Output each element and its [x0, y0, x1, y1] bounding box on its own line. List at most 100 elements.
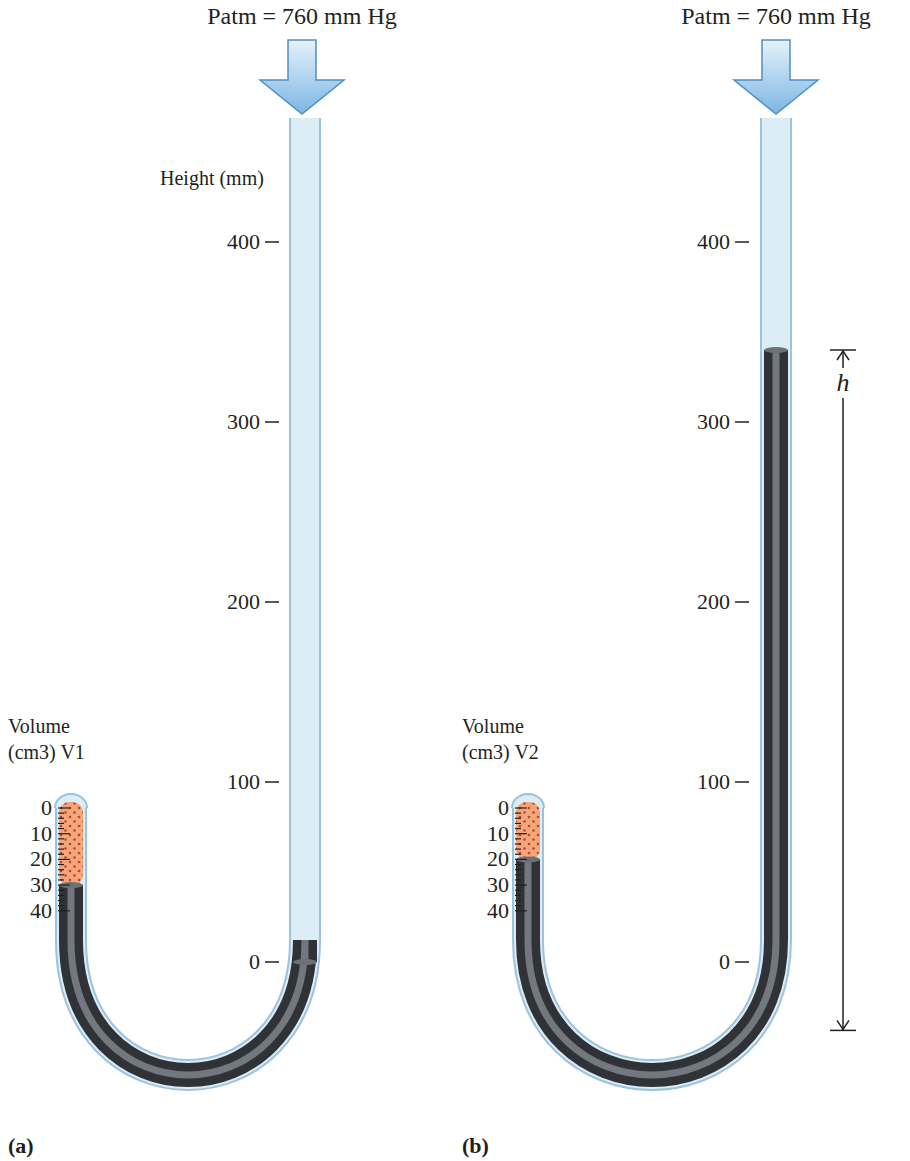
volume-tick — [58, 869, 64, 870]
height-tick — [265, 421, 279, 423]
glass-outline — [528, 118, 776, 1075]
volume-tick — [58, 864, 64, 865]
meniscus — [516, 856, 540, 862]
axis-title: Volume — [8, 716, 70, 736]
pressure-label: Patm = 760 mm Hg — [207, 4, 397, 28]
height-tick — [735, 601, 749, 603]
height-tick — [735, 781, 749, 783]
height-value: 100 — [227, 771, 260, 793]
volume-value: 10 — [30, 823, 52, 845]
panel-label: (b) — [462, 1135, 489, 1157]
height-value: 300 — [227, 411, 260, 433]
volume-tick — [515, 910, 527, 911]
volume-tick — [58, 818, 64, 819]
pressure-label: Patm = 760 mm Hg — [681, 4, 871, 28]
volume-tick — [515, 823, 521, 824]
volume-tick — [515, 807, 527, 808]
volume-value: 20 — [30, 848, 52, 870]
volume-tick — [58, 854, 64, 855]
pressure-arrow — [734, 40, 818, 114]
volume-tick — [58, 838, 64, 839]
volume-tick — [515, 843, 521, 844]
volume-tick — [515, 900, 521, 901]
volume-tick — [58, 874, 64, 875]
dimension-label: h — [834, 368, 853, 398]
volume-tick — [58, 900, 64, 901]
height-value: 100 — [697, 771, 730, 793]
volume-tick — [515, 818, 521, 819]
volume-tick — [58, 823, 64, 824]
volume-value: 30 — [487, 874, 509, 896]
volume-tick — [58, 828, 64, 829]
volume-tick — [515, 854, 521, 855]
pressure-arrow — [260, 40, 344, 114]
volume-value: 0 — [498, 797, 509, 819]
glass-tube — [71, 118, 305, 1075]
meniscus — [764, 347, 788, 353]
trapped-gas — [516, 802, 540, 859]
volume-tick — [515, 884, 527, 885]
h-dimension — [830, 350, 856, 1030]
j-tube — [55, 40, 344, 1075]
meniscus — [293, 959, 317, 965]
height-value: 400 — [697, 231, 730, 253]
axis-title: (cm3) V2 — [462, 742, 539, 762]
volume-tick — [515, 890, 521, 891]
volume-value: 40 — [30, 900, 52, 922]
mercury-highlight — [71, 885, 305, 1075]
volume-tick — [58, 895, 64, 896]
volume-tick — [515, 869, 521, 870]
volume-tick — [58, 905, 64, 906]
height-value: 400 — [227, 231, 260, 253]
volume-tick — [515, 828, 521, 829]
height-tick — [735, 961, 749, 963]
volume-value: 30 — [30, 874, 52, 896]
volume-tick — [58, 813, 64, 814]
glass-outline — [71, 118, 305, 1075]
height-value: 0 — [249, 951, 260, 973]
volume-tick — [58, 910, 70, 911]
mercury-column — [528, 350, 776, 1075]
meniscus — [59, 882, 83, 888]
volume-value: 0 — [41, 797, 52, 819]
volume-tick — [515, 895, 521, 896]
volume-tick — [58, 833, 70, 834]
height-value: 200 — [697, 591, 730, 613]
trapped-gas — [59, 802, 83, 885]
volume-tick — [58, 890, 64, 891]
height-tick — [265, 961, 279, 963]
volume-tick — [58, 859, 70, 860]
glass-tube — [528, 118, 776, 1075]
height-tick — [265, 241, 279, 243]
volume-value: 40 — [487, 900, 509, 922]
volume-tick — [58, 884, 70, 885]
volume-value: 20 — [487, 848, 509, 870]
volume-tick — [515, 838, 521, 839]
height-tick — [735, 241, 749, 243]
mercury-highlight — [528, 350, 776, 1075]
volume-tick — [515, 833, 527, 834]
height-value: 200 — [227, 591, 260, 613]
volume-tick — [515, 864, 521, 865]
axis-title: Height (mm) — [160, 168, 264, 188]
axis-title: (cm3) V1 — [8, 742, 85, 762]
height-tick — [735, 421, 749, 423]
height-tick — [265, 781, 279, 783]
volume-value: 10 — [487, 823, 509, 845]
volume-tick — [58, 807, 70, 808]
volume-tick — [515, 905, 521, 906]
volume-tick — [515, 813, 521, 814]
volume-tick — [515, 859, 527, 860]
volume-tick — [58, 843, 64, 844]
axis-title: Volume — [462, 716, 524, 736]
volume-tick — [58, 879, 64, 880]
height-tick — [265, 601, 279, 603]
mercury-column — [71, 885, 305, 1075]
volume-tick — [515, 879, 521, 880]
height-value: 0 — [719, 951, 730, 973]
volume-tick — [515, 874, 521, 875]
j-tube — [512, 40, 818, 1075]
volume-tick — [515, 849, 521, 850]
